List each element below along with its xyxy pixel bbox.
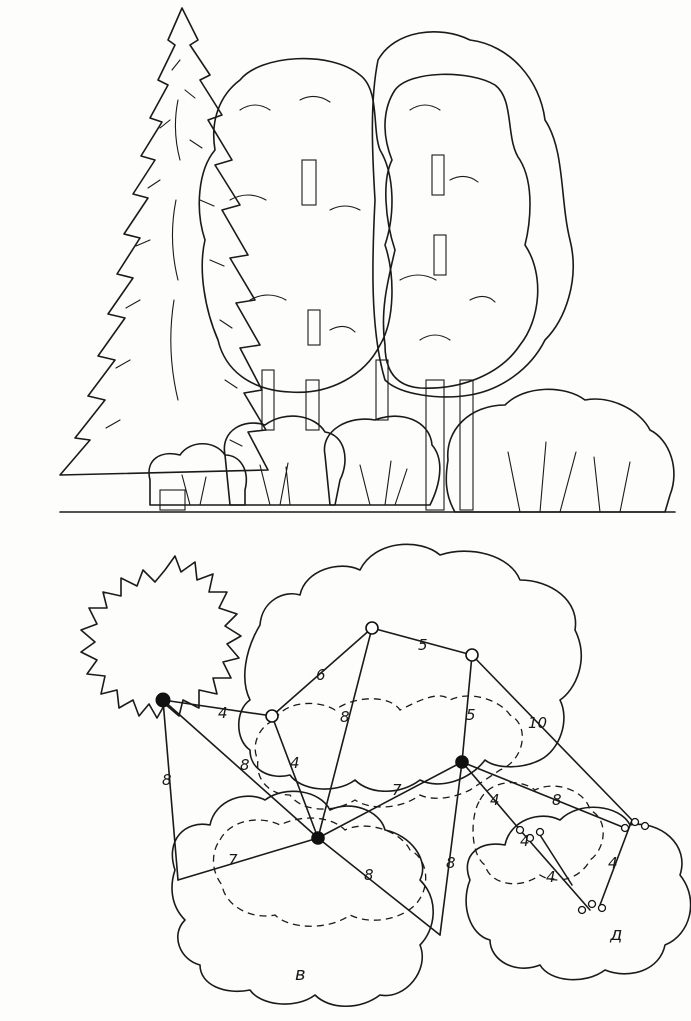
edge-label: 5 — [466, 706, 476, 724]
edge-label: 5 — [418, 636, 428, 654]
birch-crown-left — [199, 59, 392, 393]
spruce-needle-strokes — [106, 60, 242, 446]
area-label-v: в — [295, 964, 306, 985]
shrub-1 — [149, 444, 246, 505]
spruce-tree — [60, 8, 268, 475]
edge-k — [163, 700, 178, 880]
node-half-2 — [456, 756, 468, 768]
tree-trunks — [160, 360, 473, 510]
shrub-stems — [182, 442, 630, 512]
node-half-1 — [312, 832, 324, 844]
edge-label: 8 — [162, 771, 172, 789]
forest-illustration — [60, 8, 675, 512]
edge-m — [178, 838, 318, 880]
edge-label: 8 — [364, 866, 374, 884]
edge-label: 8 — [240, 756, 250, 774]
edge-label: 4 — [218, 704, 228, 722]
edge-label: 8 — [340, 708, 350, 726]
edge-label: 4 — [290, 754, 300, 772]
crown-outline-dashed — [255, 696, 522, 809]
edge-label: 4 — [546, 868, 556, 886]
edge-label: 4 — [608, 854, 618, 872]
area-label-d: д — [609, 924, 622, 945]
edge-l — [462, 762, 625, 828]
node-open-1 — [366, 622, 378, 634]
edge-label: 10 — [528, 714, 547, 732]
crown-texture-strokes — [230, 96, 495, 340]
node-spruce — [156, 693, 170, 707]
birch-trunk-window-1 — [302, 160, 316, 205]
edge-label: 8 — [446, 854, 456, 872]
crown-outline-right — [466, 807, 691, 979]
plan-view: 6 5 4 8 5 10 8 4 7 4 8 8 7 8 8 4 4 4 в д — [81, 544, 691, 1006]
network-nodes — [156, 622, 649, 914]
node-cluster-small — [517, 819, 649, 914]
shrub-3 — [324, 416, 439, 505]
back-tree-crown — [372, 32, 573, 397]
birch-trunk-window-2 — [308, 310, 320, 345]
edge-label: 7 — [392, 781, 402, 799]
node-open-3 — [266, 710, 278, 722]
edge-label: 7 — [228, 851, 238, 869]
birch-trunk-window-3 — [432, 155, 444, 195]
edge-i — [318, 762, 462, 838]
edge-label: 8 — [552, 791, 562, 809]
edge-o — [440, 762, 462, 935]
edge-label: 6 — [316, 666, 326, 684]
edge-label: 4 — [520, 832, 530, 850]
birch-trunk-window-4 — [434, 235, 446, 275]
shrub-4 — [446, 389, 674, 512]
shrub-2 — [224, 416, 345, 505]
node-open-2 — [466, 649, 478, 661]
birch-crown-right — [383, 74, 537, 388]
edge-label: 4 — [490, 791, 500, 809]
